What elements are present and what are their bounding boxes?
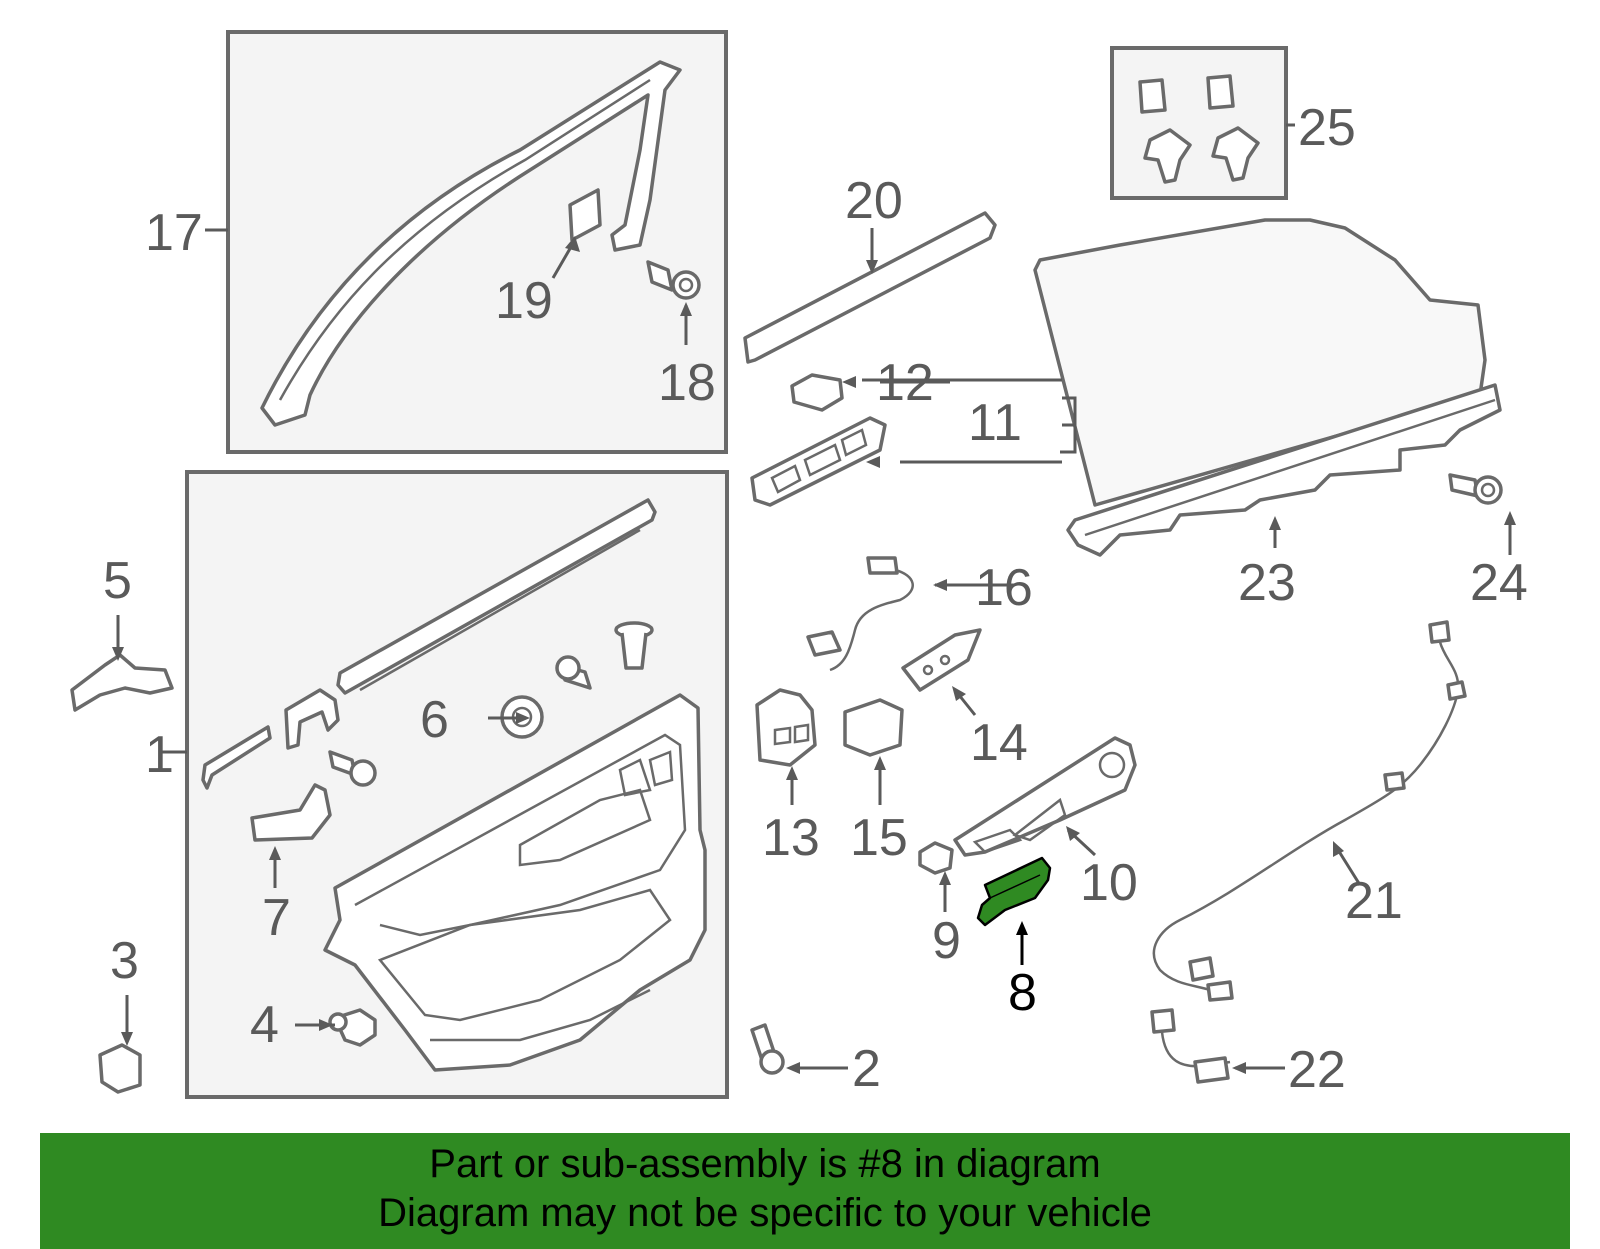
door-trim-bracket [284,688,340,750]
screw-part-18 [646,260,701,300]
banner-line-1: Part or sub-assembly is #8 in diagram [429,1142,1101,1186]
door-trim-screw-2 [555,655,592,690]
callout-10: 10 [1080,854,1138,912]
door-trim-upper-strip [336,498,657,695]
switch-bezel-12 [790,373,844,412]
highlighted-part-8 [976,856,1052,927]
door-trim-screw [328,750,377,787]
clip-part-3 [98,1043,142,1094]
callout-2: 2 [852,1040,881,1098]
armrest-trim-10 [953,736,1137,857]
banner-line-2: Diagram may not be specific to your vehi… [378,1191,1152,1235]
door-trim-plug [614,621,654,670]
info-banner-text: Part or sub-assembly is #8 in diagram Di… [40,1140,1490,1238]
callout-21: 21 [1345,872,1403,930]
window-frame-molding [260,60,682,427]
pushpin-part-4 [328,1008,377,1047]
callout-20: 20 [845,172,903,230]
callout-24: 24 [1470,554,1528,612]
screw-part-2 [750,1023,785,1075]
door-glass-23 [1033,218,1502,557]
cap-part-9 [918,841,954,875]
beltline-molding-20 [743,211,997,364]
callout-23: 23 [1238,554,1296,612]
bracket-part-5 [70,653,174,712]
callout-1: 1 [145,726,174,784]
wire-harness-16 [806,556,914,672]
fastener-kit-25-parts [1138,74,1260,184]
callout-14: 14 [970,714,1028,772]
callout-18: 18 [658,354,716,412]
switch-panel-11 [750,416,887,507]
fastener-kit-25-box [1110,46,1288,200]
callout-5: 5 [103,552,132,610]
door-trim-main-panel [323,693,707,1072]
callout-19: 19 [495,272,553,330]
callout-3: 3 [110,932,139,990]
callout-11: 11 [968,394,1022,452]
bolt-part-24 [1448,473,1503,505]
switch-part-13 [755,688,817,767]
callout-6: 6 [420,691,449,749]
callout-8: 8 [1008,964,1037,1022]
clip-part-19 [568,188,602,242]
door-trim-small-strip [201,725,272,790]
wire-harness-22 [1150,1008,1231,1084]
callout-25: 25 [1298,99,1356,157]
callout-17: 17 [145,204,203,262]
callout-16: 16 [975,559,1033,617]
callout-4: 4 [250,996,279,1054]
callout-9: 9 [932,912,961,970]
callout-7: 7 [262,889,291,947]
callout-13: 13 [762,809,820,867]
callout-12: 12 [876,354,934,412]
switch-part-15 [843,698,904,757]
info-banner [40,1133,1570,1249]
arrowheads [112,236,1516,1074]
door-trim-bracket-7 [250,783,332,842]
callout-22: 22 [1288,1041,1346,1099]
switch-part-14 [901,628,982,692]
callout-15: 15 [850,809,908,867]
wire-harness-21 [1152,620,1467,1002]
